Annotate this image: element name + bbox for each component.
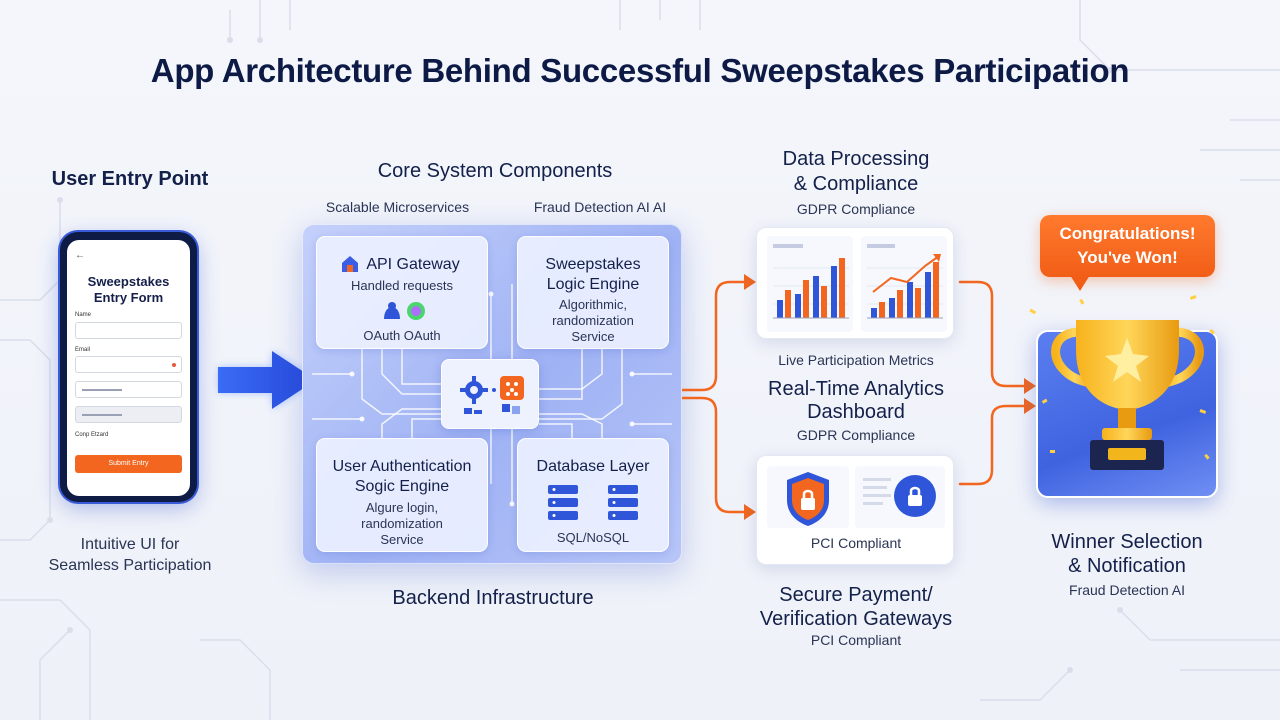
- live-metrics-caption: Live Participation Metrics: [778, 352, 934, 368]
- logic-engine-title-line1: Sweepstakes: [545, 256, 641, 273]
- user-entry-caption-line2: Seamless Participation: [48, 557, 212, 574]
- server-stack-icon: [548, 485, 638, 520]
- oauth-label: OAuth OAuth: [363, 328, 441, 343]
- analytics-dashboard-heading: Real-Time Analytics Dashboard: [736, 378, 976, 424]
- confirm-label: Conp Etzard: [75, 432, 109, 438]
- core-circuit-lines: [312, 284, 672, 507]
- bar-chart-icon: [767, 236, 947, 332]
- gdpr-label-top: GDPR Compliance: [796, 201, 916, 217]
- user-entry-caption-line1: Intuitive UI for: [80, 536, 180, 553]
- logic-engine-desc-line1: Algorithmic,: [559, 297, 627, 312]
- user-auth-title-line2: Sogic Engine: [354, 478, 450, 495]
- user-auth-desc-line3: Service: [380, 532, 424, 547]
- back-arrow-icon[interactable]: ←: [75, 250, 85, 261]
- name-label: Name: [75, 312, 92, 318]
- congratulations-line2: You've Won!: [1077, 248, 1178, 267]
- email-label: Email: [75, 347, 91, 353]
- logic-engine-title: Sweepstakes Logic Engine: [518, 255, 668, 295]
- logic-engine-card[interactable]: Sweepstakes Logic Engine Algorithmic, ra…: [517, 236, 669, 349]
- gateway-house-icon: [342, 256, 358, 272]
- data-processing-heading: Data Processing & Compliance: [746, 147, 966, 197]
- user-auth-title: User Authentication Sogic Engine: [317, 457, 487, 497]
- user-auth-card[interactable]: User Authentication Sogic Engine Algure …: [316, 438, 488, 552]
- trophy-icon: [1029, 295, 1215, 470]
- microservices-label: Scalable Microservices: [325, 199, 470, 215]
- database-card[interactable]: Database Layer SQL/NoSQL: [517, 438, 669, 552]
- entry-form-title: Sweepstakes Entry Form: [67, 274, 190, 306]
- user-auth-desc: Algure login, randomization Service: [317, 500, 487, 548]
- winner-heading-line1: Winner Selection: [1051, 531, 1203, 553]
- required-dot-icon: [172, 363, 176, 367]
- user-auth-desc-line1: Algure login,: [365, 500, 439, 515]
- payment-gateways-heading-line2: Verification Gateways: [759, 608, 953, 630]
- gear-icon: [460, 376, 524, 414]
- core-heading: Core System Components: [377, 160, 613, 182]
- user-entry-caption: Intuitive UI for Seamless Participation: [30, 534, 230, 576]
- entry-form-title-line2: Entry Form: [93, 290, 164, 305]
- payment-gateways-heading-line1: Secure Payment/: [779, 584, 933, 606]
- payment-gateways-heading: Secure Payment/ Verification Gateways: [726, 583, 986, 631]
- grey-field[interactable]: [75, 406, 182, 423]
- api-gateway-title: API Gateway: [366, 256, 460, 273]
- entry-form-screen: ← Sweepstakes Entry Form Name Email Conp…: [67, 240, 190, 496]
- logic-engine-desc: Algorithmic, randomization Service: [518, 297, 668, 345]
- entry-form-title-line1: Sweepstakes: [87, 274, 170, 289]
- flow-arrow-icon: [218, 351, 316, 409]
- field-placeholder-line: [82, 414, 122, 416]
- database-title: Database Layer: [536, 458, 650, 475]
- fraud-ai-label: Fraud Detection AI AI: [533, 199, 667, 215]
- api-gateway-desc: Handled requests: [351, 278, 453, 293]
- data-processing-heading-line1: Data Processing: [782, 148, 930, 170]
- pci-card-label: PCI Compliant: [810, 535, 902, 551]
- winner-heading: Winner Selection & Notification: [1016, 530, 1238, 578]
- gdpr-label-bottom: GDPR Compliance: [796, 427, 916, 443]
- oauth-icons: [384, 302, 425, 320]
- winner-heading-line2: & Notification: [1068, 555, 1186, 577]
- user-auth-title-line1: User Authentication: [332, 458, 472, 475]
- congratulations-bubble: Congratulations! You've Won!: [1040, 215, 1215, 291]
- metrics-chart-card[interactable]: [756, 227, 954, 339]
- api-gateway-card[interactable]: API Gateway Handled requests OAuth OAuth: [316, 236, 488, 349]
- database-type: SQL/NoSQL: [556, 530, 630, 545]
- analytics-dashboard-heading-line1: Real-Time Analytics: [768, 378, 944, 400]
- congratulations-line1: Congratulations!: [1059, 224, 1196, 243]
- logic-engine-title-line2: Logic Engine: [546, 276, 640, 293]
- core-hub: [441, 359, 539, 429]
- email-field[interactable]: [75, 356, 182, 373]
- winner-fraud-label: Fraud Detection AI: [1069, 582, 1185, 598]
- field-placeholder-line: [82, 389, 122, 391]
- extra-field[interactable]: [75, 381, 182, 398]
- user-auth-desc-line2: randomization: [361, 516, 443, 531]
- user-entry-heading: User Entry Point: [51, 168, 209, 190]
- page-title: App Architecture Behind Successful Sweep…: [150, 52, 1130, 89]
- analytics-dashboard-heading-line2: Dashboard: [807, 401, 905, 423]
- shield-lock-icon: [767, 466, 945, 528]
- data-processing-heading-line2: & Compliance: [793, 173, 919, 195]
- name-field[interactable]: [75, 322, 182, 339]
- submit-entry-button[interactable]: Submit Entry: [75, 455, 182, 473]
- payment-pci-label: PCI Compliant: [810, 632, 902, 648]
- logic-engine-desc-line2: randomization: [552, 313, 634, 328]
- orange-flow-lines: [682, 274, 1036, 520]
- logic-engine-desc-line3: Service: [571, 329, 615, 344]
- pci-security-card[interactable]: PCI Compliant: [756, 455, 954, 565]
- backend-infrastructure-label: Backend Infrastructure: [392, 587, 594, 609]
